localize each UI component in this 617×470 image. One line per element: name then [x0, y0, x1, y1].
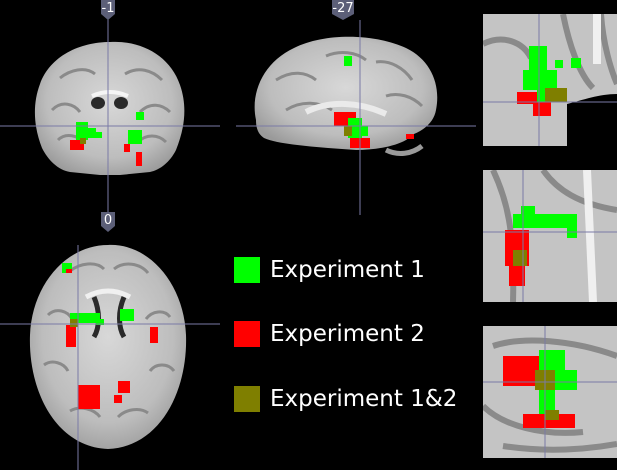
axial-brain-view[interactable]: [0, 215, 220, 470]
zoom-top-clusters: [517, 46, 581, 116]
axial-activation-clusters: [62, 263, 158, 409]
axial-slice-label: 0: [103, 213, 113, 228]
legend-swatch-experiment-2: [234, 321, 260, 347]
legend-label-experiment-2: Experiment 2: [270, 321, 425, 347]
zoom-panel-top[interactable]: [483, 14, 617, 146]
axial-brain-slice: [29, 244, 187, 449]
axial-slice-badge: 0: [99, 212, 117, 232]
sagittal-slice-badge: -27: [330, 0, 356, 20]
coronal-brain-view[interactable]: [0, 0, 220, 215]
zoom-panel-bottom[interactable]: [483, 326, 617, 458]
legend-label-experiment-1: Experiment 1: [270, 257, 425, 283]
coronal-brain-slice: [34, 41, 185, 175]
legend-label-experiment-1and2: Experiment 1&2: [270, 386, 458, 412]
coronal-slice-badge: -1: [99, 0, 117, 20]
legend-swatch-experiment-1and2: [234, 386, 260, 412]
coronal-slice-label: -1: [101, 1, 115, 16]
zoom-bottom-clusters: [503, 350, 577, 428]
zoom-panel-middle[interactable]: [483, 170, 617, 302]
sagittal-brain-view[interactable]: [236, 0, 476, 215]
legend-swatch-experiment-1: [234, 257, 260, 283]
sagittal-slice-label: -27: [332, 1, 354, 16]
